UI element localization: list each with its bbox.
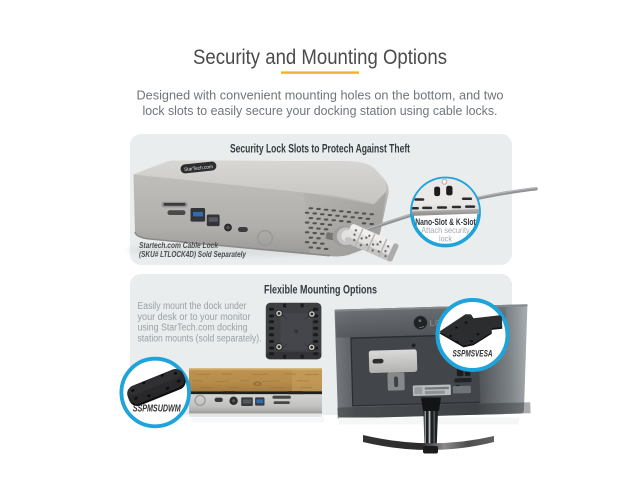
svg-text:Startech.com Cable Lock: Startech.com Cable Lock: [139, 240, 218, 250]
svg-text:LG: LG: [429, 318, 441, 328]
svg-text:your desk or to your monitor: your desk or to your monitor: [138, 312, 252, 323]
svg-text:Attach security: Attach security: [421, 225, 470, 235]
svg-text:Security and Mounting Options: Security and Mounting Options: [193, 45, 447, 69]
svg-text:(SKU# LTLOCK4D) Sold Separatel: (SKU# LTLOCK4D) Sold Separately: [139, 249, 246, 259]
svg-text:lock: lock: [439, 234, 453, 244]
svg-text:Designed with convenient mount: Designed with convenient mounting holes …: [137, 89, 504, 103]
svg-text:Flexible Mounting Options: Flexible Mounting Options: [264, 284, 377, 297]
svg-text:SSPMSVESA: SSPMSVESA: [453, 349, 493, 359]
svg-text:SSPMSUDWM: SSPMSUDWM: [133, 404, 182, 415]
svg-text:Security Lock Slots to Protech: Security Lock Slots to Protech Against T…: [230, 143, 410, 156]
svg-text:Nano-Slot & K-Slot: Nano-Slot & K-Slot: [415, 217, 476, 227]
svg-text:lock slots to easily secure yo: lock slots to easily secure your docking…: [143, 104, 498, 118]
svg-text:StarTech.com: StarTech.com: [184, 164, 213, 173]
svg-text:using StarTech.com docking: using StarTech.com docking: [138, 323, 248, 334]
svg-text:station mounts (sold separatel: station mounts (sold separately).: [138, 333, 262, 344]
svg-text:Easily mount the dock under: Easily mount the dock under: [138, 301, 248, 312]
